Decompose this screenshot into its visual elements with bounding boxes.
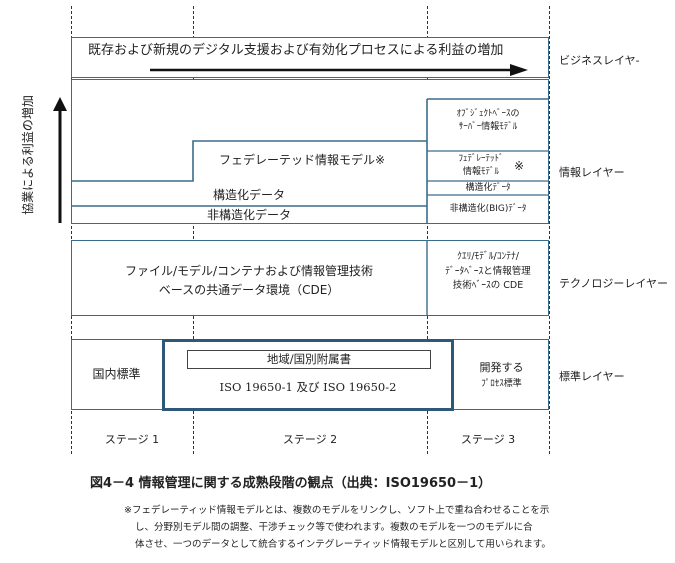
stage-label-3: ステージ 3 xyxy=(460,433,516,446)
annex-box xyxy=(187,350,431,369)
stage-divider xyxy=(549,6,550,454)
cde-line2: ベースの共通データ環境（CDE） xyxy=(158,282,340,297)
business-title: 既存および新規のデジタル支援および有効化プロセスによる利益の増加 xyxy=(88,43,504,58)
right-arrow-icon xyxy=(150,64,528,76)
federated-small-line1: ﾌｪﾃﾞﾚｰﾃｯﾄﾞ xyxy=(458,154,504,164)
layer-label-technology: テクノロジーレイヤー xyxy=(559,277,669,290)
up-arrow-icon xyxy=(53,97,67,223)
iso-label: ISO 19650-1 及び ISO 19650-2 xyxy=(219,380,397,394)
object-base-model: ｵﾌﾞｼﾞｪｸﾄﾍﾞｰｽの ｻｰﾊﾞｰ情報ﾓﾃﾞﾙ xyxy=(430,108,546,134)
layer-label-standards: 標準レイヤー xyxy=(559,370,625,383)
developing-line2: ﾌﾟﾛｾｽ標準 xyxy=(481,379,522,390)
structured-data-small: 構造化ﾃﾞｰﾀ xyxy=(465,183,511,193)
federated-small-mark: ※ xyxy=(514,159,525,173)
object-base-line1: ｵﾌﾞｼﾞｪｸﾄﾍﾞｰｽの xyxy=(456,109,520,119)
unstructured-big-data: 非構造化(BIG)ﾃﾞｰﾀ xyxy=(449,204,527,214)
developing-process-standard: 開発する ﾌﾟﾛｾｽ標準 xyxy=(454,360,549,391)
federated-model-label: フェデレーテッド情報モデル※ xyxy=(219,153,386,167)
federated-model-small: ﾌｪﾃﾞﾚｰﾃｯﾄﾞ 情報ﾓﾃﾞﾙ xyxy=(440,153,522,178)
stage-divider xyxy=(427,6,428,454)
technology-layer-box xyxy=(71,240,549,316)
domestic-standard: 国内標準 xyxy=(92,367,141,381)
stage-divider xyxy=(193,6,194,454)
stage-label-1: ステージ 1 xyxy=(104,433,160,446)
layer-label-information: 情報レイヤー xyxy=(559,166,625,179)
cde-db-line3: 技術ﾍﾞｰｽの CDE xyxy=(452,280,524,292)
figure-caption: 図4－4 情報管理に関する成熟段階の観点（出典：ISO19650－1） xyxy=(90,476,492,491)
unstructured-data-label: 非構造化データ xyxy=(206,208,291,222)
footnote-line: 体させ、一つのデータとして統合するインテグレーティッド情報モデルと区別して用いら… xyxy=(135,539,551,550)
cde-database-description: ｸｴﾘ/ﾓﾃﾞﾙ/ｺﾝﾃﾅ/ ﾃﾞｰﾀﾍﾞｰｽと情報管理 技術ﾍﾞｰｽの CDE xyxy=(427,250,549,294)
cde-db-line1: ｸｴﾘ/ﾓﾃﾞﾙ/ｺﾝﾃﾅ/ xyxy=(457,251,519,262)
object-base-line2: ｻｰﾊﾞｰ情報ﾓﾃﾞﾙ xyxy=(458,122,518,133)
structured-data-label: 構造化データ xyxy=(212,188,285,202)
footnote-line: ※フェデレーティッド情報モデルとは、複数のモデルをリンクし、ソフト上で重ね合わせ… xyxy=(124,505,550,516)
layer-label-business: ビジネスレイヤ- xyxy=(559,54,640,67)
developing-line1: 開発する xyxy=(479,361,524,374)
federated-small-line2: 情報ﾓﾃﾞﾙ xyxy=(462,166,499,177)
annex-label: 地域/国別附属書 xyxy=(266,352,352,366)
cde-line1: ファイル/モデル/コンテナおよび情報管理技術 xyxy=(124,264,374,278)
stage-label-2: ステージ 2 xyxy=(282,433,338,446)
footnote-line: し、分野別モデル間の調整、干渉チェック等で使われます。複数のモデルを一つのモデル… xyxy=(135,522,533,533)
cde-common-description: ファイル/モデル/コンテナおよび情報管理技術 ベースの共通データ環境（CDE） xyxy=(71,262,427,299)
stage-divider xyxy=(71,6,72,454)
cde-db-line2: ﾃﾞｰﾀﾍﾞｰｽと情報管理 xyxy=(445,265,531,277)
